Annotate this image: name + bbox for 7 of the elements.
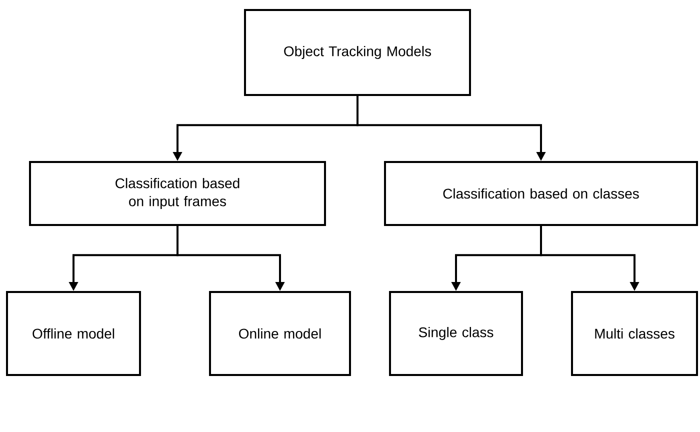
process-box: Multi classes [571,291,698,376]
process-box: Object Tracking Models [244,9,471,96]
process-box: Classification based on classes [384,161,698,226]
process-box: Single class [389,291,523,376]
process-box: Offline model [6,291,141,376]
process-box: Online model [209,291,351,376]
process-box: Classification based on input frames [29,161,326,226]
